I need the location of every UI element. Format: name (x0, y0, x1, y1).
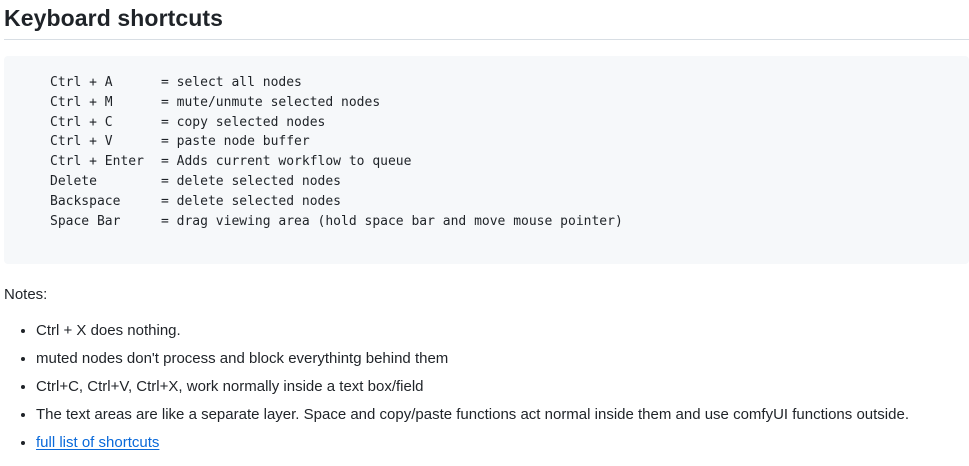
notes-label: Notes: (4, 286, 48, 303)
shortcut-row: Ctrl + V = paste node buffer (4, 132, 969, 152)
shortcut-description: = drag viewing area (hold space bar and … (161, 213, 623, 229)
shortcut-description: = delete selected nodes (161, 173, 342, 189)
shortcut-key: Ctrl + A (50, 75, 113, 90)
shortcut-row: Ctrl + A = select all nodes (4, 73, 969, 93)
section-heading: Keyboard shortcuts (4, 0, 969, 40)
list-item: full list of shortcuts (36, 432, 969, 454)
list-item: muted nodes don't process and block ever… (36, 348, 969, 370)
shortcut-description: = Adds current workflow to queue (161, 154, 412, 170)
full-shortcuts-link[interactable]: full list of shortcuts (36, 434, 160, 451)
list-item: The text areas are like a separate layer… (36, 404, 969, 426)
shortcut-row: Ctrl + Enter = Adds current workflow to q… (4, 152, 969, 172)
shortcut-key: Ctrl + V (50, 134, 113, 150)
shortcut-key: Delete (50, 173, 97, 189)
notes-list: Ctrl + X does nothing. muted nodes don't… (4, 320, 969, 454)
shortcut-description: = paste node buffer (161, 134, 310, 150)
shortcut-row: Backspace = delete selected nodes (4, 192, 969, 212)
shortcut-row: Ctrl + M = mute/unmute selected nodes (4, 93, 969, 113)
readme-section: Keyboard shortcuts Ctrl + A = select all … (4, 0, 969, 460)
shortcut-key: Ctrl + C (50, 114, 113, 130)
list-item: Ctrl+C, Ctrl+V, Ctrl+X, work normally in… (36, 376, 969, 398)
list-item: Ctrl + X does nothing. (36, 320, 969, 342)
shortcut-key: Backspace (50, 193, 121, 209)
shortcut-key: Ctrl + M (50, 94, 113, 110)
shortcut-key: Space Bar (50, 213, 121, 229)
shortcut-row: Space Bar = drag viewing area (hold space… (4, 212, 969, 232)
shortcut-description: = select all nodes (161, 75, 302, 90)
shortcut-description: = delete selected nodes (161, 193, 342, 209)
shortcut-description: = mute/unmute selected nodes (161, 94, 381, 110)
shortcut-row: Delete = delete selected nodes (4, 172, 969, 192)
shortcut-row: Ctrl + C = copy selected nodes (4, 113, 969, 133)
shortcut-key: Ctrl + Enter (50, 154, 144, 170)
shortcut-description: = copy selected nodes (161, 114, 326, 130)
